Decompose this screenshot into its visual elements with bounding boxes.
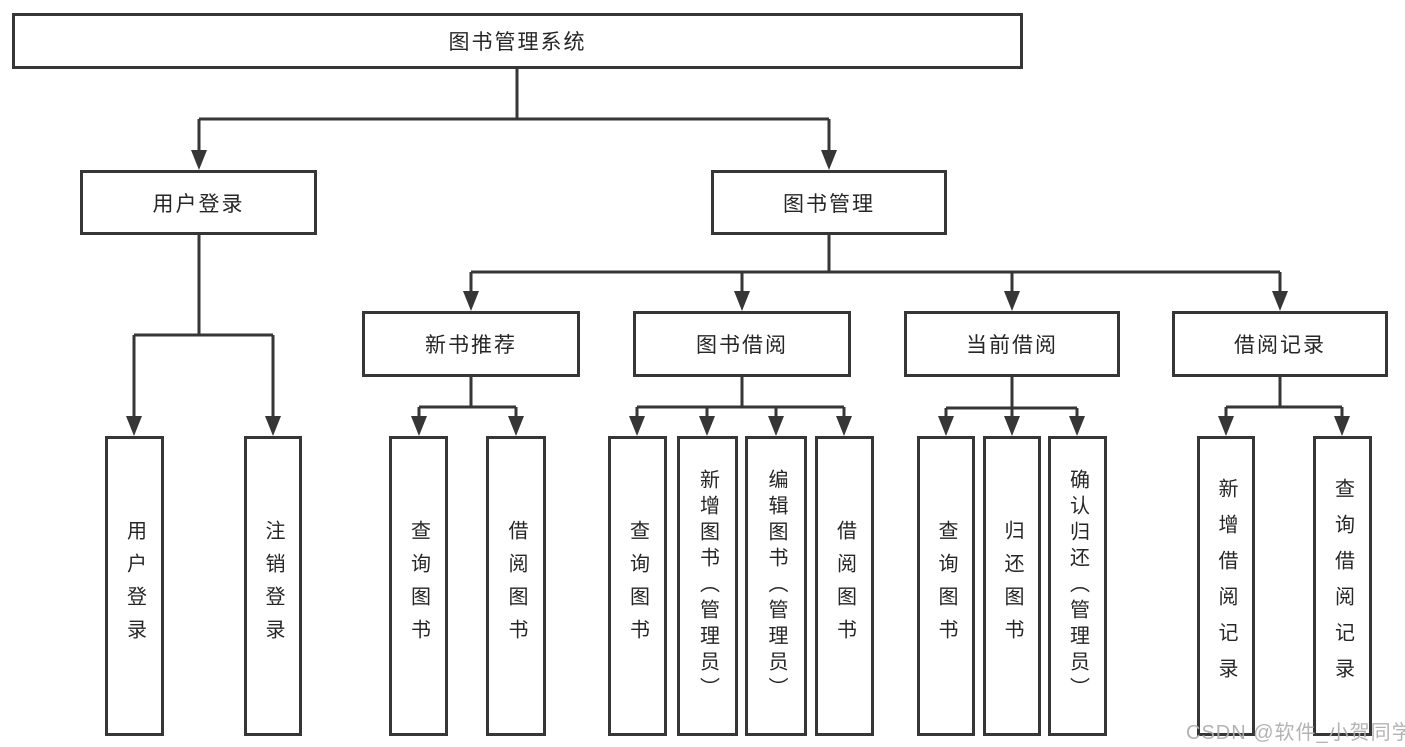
node-user-login: 用户登录 (80, 170, 317, 235)
arrowhead (508, 416, 524, 436)
node-label: 图书管理系统 (448, 31, 587, 54)
arrowhead (1004, 416, 1020, 436)
node-library-management-system: 图书管理系统 (12, 13, 1023, 69)
arrowhead (734, 291, 750, 311)
node-label: 图书管理 (783, 192, 875, 216)
arrowhead (821, 150, 837, 170)
node-label: 当前借阅 (966, 334, 1058, 357)
arrowhead (768, 416, 784, 436)
node-label: 借阅记录 (1234, 334, 1326, 357)
node-label: 新书推荐 (425, 334, 517, 357)
node-label: 图书借阅 (696, 334, 788, 357)
arrowhead (699, 416, 715, 436)
connector-current-borrowing-to-leaves (938, 377, 1085, 436)
leaf-query-books-borrowing: 查询图书 (608, 436, 667, 736)
node-label: 查询借阅记录 (1331, 478, 1354, 694)
node-label: 用户登录 (123, 520, 146, 652)
connector-line (469, 235, 1282, 291)
node-label: 归还图书 (1001, 520, 1023, 652)
arrowhead (629, 416, 645, 436)
arrowhead (1004, 291, 1020, 311)
csdn-watermark: CSDN @软件_小贺同学 (1186, 722, 1405, 744)
arrowhead (938, 416, 954, 436)
node-label: 借阅图书 (505, 520, 527, 652)
node-borrowing-records: 借阅记录 (1172, 311, 1388, 377)
connector-line (197, 69, 831, 150)
connector-line (1224, 377, 1344, 416)
connector-line (944, 377, 1079, 416)
node-book-borrowing: 图书借阅 (633, 311, 851, 377)
node-label: 注销登录 (262, 520, 284, 652)
leaf-add-books-admin: 新增图书（管理员） (677, 436, 738, 736)
arrowhead (1218, 416, 1234, 436)
arrowhead (265, 416, 281, 436)
arrowhead (126, 416, 142, 436)
leaf-borrow-books: 借阅图书 (815, 436, 874, 736)
node-label: 借阅图书 (833, 520, 856, 652)
node-label: 用户登录 (152, 192, 245, 216)
connector-book-borrowing-to-leaves (629, 377, 852, 436)
leaf-query-borrow-record: 查询借阅记录 (1313, 436, 1372, 736)
leaf-borrow-books-recommendation: 借阅图书 (486, 436, 546, 736)
node-label: 查询图书 (626, 520, 649, 652)
leaf-edit-books-admin: 编辑图书（管理员） (745, 436, 807, 736)
arrowhead (1272, 291, 1288, 311)
node-label: 查询图书 (407, 520, 430, 652)
leaf-query-books-recommendation: 查询图书 (389, 436, 448, 736)
connector-new-book-recommendation-to-leaves (411, 377, 524, 436)
node-current-borrowing: 当前借阅 (904, 311, 1120, 377)
leaf-logout: 注销登录 (244, 436, 302, 736)
node-label: 编辑图书（管理员） (765, 469, 787, 703)
node-label: 新增借阅记录 (1215, 478, 1237, 694)
connector-line (635, 377, 846, 416)
connector-root-to-level2 (191, 69, 837, 170)
arrowhead (1069, 416, 1085, 436)
leaf-query-books-current: 查询图书 (917, 436, 975, 736)
arrowhead (191, 150, 207, 170)
node-new-book-recommendation: 新书推荐 (362, 311, 580, 377)
leaf-return-books: 归还图书 (983, 436, 1041, 736)
node-label: 新增图书（管理员） (696, 469, 719, 703)
node-label: 确认归还（管理员） (1066, 469, 1089, 703)
connector-borrowing-records-to-leaves (1218, 377, 1350, 436)
connector-user-login-to-leaves (126, 235, 281, 436)
arrowhead (411, 416, 427, 436)
node-label: 查询图书 (935, 520, 957, 652)
node-book-management: 图书管理 (711, 170, 947, 235)
leaf-confirm-return-admin: 确认归还（管理员） (1048, 436, 1107, 736)
connector-line (417, 377, 518, 416)
arrowhead (1334, 416, 1350, 436)
arrowhead (463, 291, 479, 311)
connector-book-management-to-level3 (463, 235, 1288, 311)
leaf-user-login: 用户登录 (105, 436, 164, 736)
leaf-add-borrow-record: 新增借阅记录 (1197, 436, 1255, 736)
connector-line (132, 235, 275, 416)
arrowhead (836, 416, 852, 436)
